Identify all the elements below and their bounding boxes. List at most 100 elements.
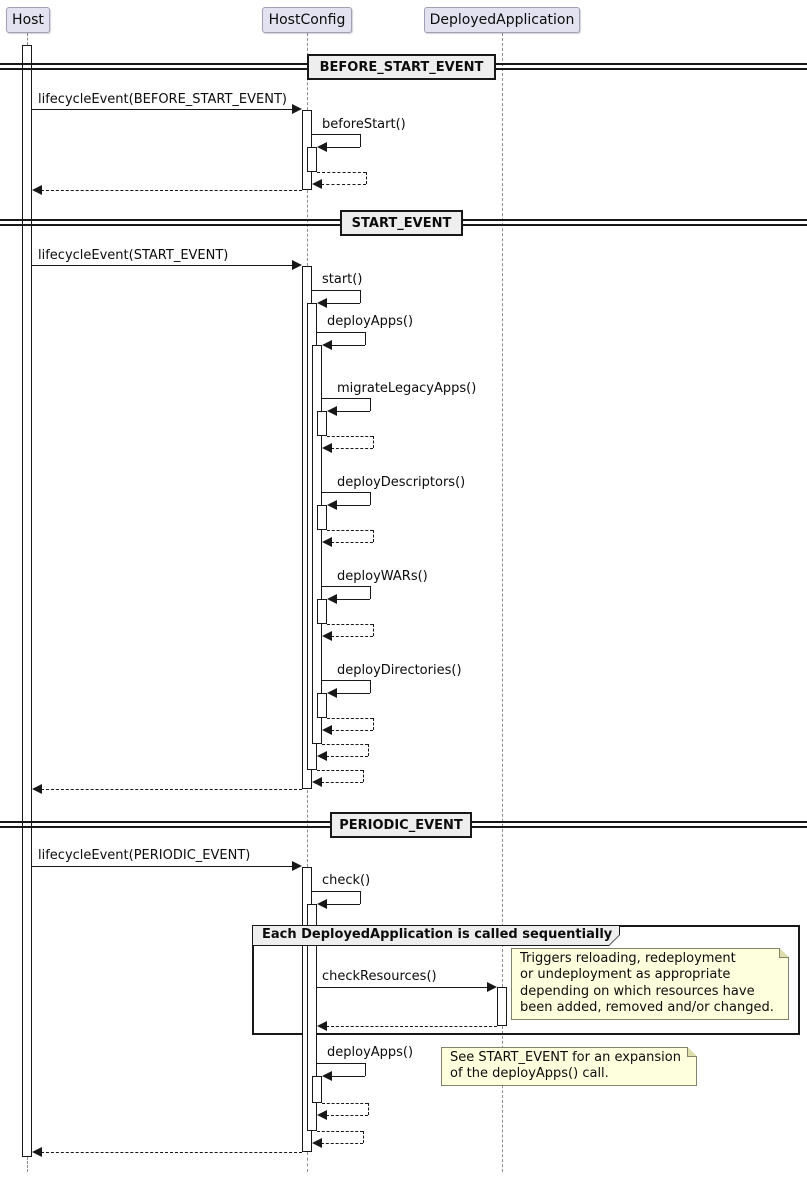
self-call-line bbox=[317, 1063, 365, 1064]
arrowhead-right bbox=[292, 104, 302, 114]
arrowhead-left bbox=[327, 594, 337, 604]
self-call-line bbox=[322, 398, 370, 399]
arrowhead-left bbox=[322, 537, 332, 547]
arrowhead-left bbox=[322, 725, 332, 735]
note-text: See START_EVENT for an expansion of the … bbox=[450, 1050, 681, 1082]
group-header-label: Each DeployedApplication is called seque… bbox=[262, 927, 613, 942]
note-deploy-apps: See START_EVENT for an expansion of the … bbox=[441, 1047, 697, 1086]
lifeline-deployedapplication bbox=[502, 33, 503, 987]
self-call-line bbox=[365, 332, 366, 345]
lifeline-host bbox=[27, 1157, 28, 1172]
return-line bbox=[41, 190, 302, 191]
self-call-line bbox=[317, 332, 365, 333]
message-label: lifecycleEvent(BEFORE_START_EVENT) bbox=[38, 92, 287, 107]
return-line bbox=[41, 789, 302, 790]
lifeline-hostconfig bbox=[307, 190, 308, 266]
message-label: deployApps() bbox=[327, 314, 414, 329]
return-line bbox=[322, 1103, 368, 1104]
self-call-line bbox=[322, 586, 370, 587]
return-line bbox=[363, 770, 364, 782]
return-line bbox=[322, 744, 368, 745]
activation-check bbox=[307, 904, 317, 1131]
lifeline-hostconfig bbox=[307, 790, 308, 867]
activation-host bbox=[22, 45, 32, 1157]
lifeline-host bbox=[27, 33, 28, 45]
arrowhead-left bbox=[322, 631, 332, 641]
return-line bbox=[321, 184, 366, 185]
self-call-line bbox=[360, 134, 361, 147]
self-call-line bbox=[336, 693, 370, 694]
arrowhead-left bbox=[317, 1021, 327, 1031]
arrowhead-left bbox=[317, 298, 327, 308]
self-call-line bbox=[326, 904, 360, 905]
arrowhead-left bbox=[317, 1110, 327, 1120]
divider-start-event: START_EVENT bbox=[340, 210, 463, 236]
return-line bbox=[363, 1131, 364, 1143]
message-label: lifecycleEvent(START_EVENT) bbox=[38, 248, 229, 263]
participant-hostconfig-label: HostConfig bbox=[268, 12, 346, 28]
message-line bbox=[317, 987, 488, 988]
return-line bbox=[326, 1026, 497, 1027]
return-line bbox=[317, 172, 366, 173]
return-line bbox=[331, 542, 373, 543]
return-line bbox=[331, 730, 373, 731]
self-call-line bbox=[360, 290, 361, 303]
return-line bbox=[327, 530, 373, 531]
activation-nested bbox=[312, 1076, 322, 1103]
self-call-line bbox=[326, 303, 360, 304]
self-call-line bbox=[365, 1063, 366, 1076]
return-line bbox=[373, 624, 374, 636]
group-header-fill bbox=[253, 926, 619, 945]
return-line bbox=[327, 718, 373, 719]
participant-hostconfig: HostConfig bbox=[262, 7, 352, 33]
return-line bbox=[326, 1115, 368, 1116]
arrowhead-left bbox=[322, 443, 332, 453]
self-call-line bbox=[312, 891, 360, 892]
self-call-line bbox=[370, 680, 371, 693]
self-call-line bbox=[336, 411, 370, 412]
message-line bbox=[32, 866, 293, 867]
arrowhead-left bbox=[32, 784, 42, 794]
return-line bbox=[368, 744, 369, 756]
message-label: deployDirectories() bbox=[337, 663, 462, 678]
arrowhead-right bbox=[292, 260, 302, 270]
divider-periodic-event: PERIODIC_EVENT bbox=[330, 812, 472, 838]
return-line bbox=[366, 172, 367, 184]
activation-deployapps bbox=[312, 345, 322, 744]
message-label: check() bbox=[322, 873, 371, 888]
self-call-line bbox=[312, 290, 360, 291]
self-call-line bbox=[312, 134, 360, 135]
return-line bbox=[327, 436, 373, 437]
participant-deployedapplication: DeployedApplication bbox=[424, 7, 580, 33]
arrowhead-left bbox=[327, 500, 337, 510]
message-label: start() bbox=[322, 272, 363, 287]
participant-host: Host bbox=[6, 7, 50, 33]
arrowhead-left bbox=[327, 688, 337, 698]
arrowhead-left bbox=[32, 185, 42, 195]
participant-deployedapplication-label: DeployedApplication bbox=[429, 12, 575, 28]
activation-deployedapplication bbox=[497, 987, 507, 1026]
activation-nested bbox=[317, 599, 327, 624]
message-label: deployDescriptors() bbox=[337, 475, 466, 490]
activation-nested bbox=[307, 147, 317, 172]
self-call-line bbox=[322, 680, 370, 681]
arrowhead-left bbox=[312, 777, 322, 787]
arrowhead-left bbox=[312, 1138, 322, 1148]
self-call-line bbox=[370, 492, 371, 505]
self-call-line bbox=[322, 492, 370, 493]
message-label: checkResources() bbox=[322, 969, 437, 984]
lifeline-hostconfig bbox=[307, 1152, 308, 1172]
note-fold-corner bbox=[779, 948, 789, 958]
self-call-line bbox=[326, 147, 360, 148]
self-call-line bbox=[370, 586, 371, 599]
divider-label: BEFORE_START_EVENT bbox=[319, 59, 484, 75]
arrowhead-left bbox=[322, 340, 332, 350]
activation-nested bbox=[317, 505, 327, 530]
arrowhead-right bbox=[487, 982, 497, 992]
return-line bbox=[317, 770, 363, 771]
return-line bbox=[317, 1131, 363, 1132]
return-line bbox=[321, 782, 363, 783]
lifeline-deployedapplication bbox=[502, 1026, 503, 1172]
return-line bbox=[331, 448, 373, 449]
